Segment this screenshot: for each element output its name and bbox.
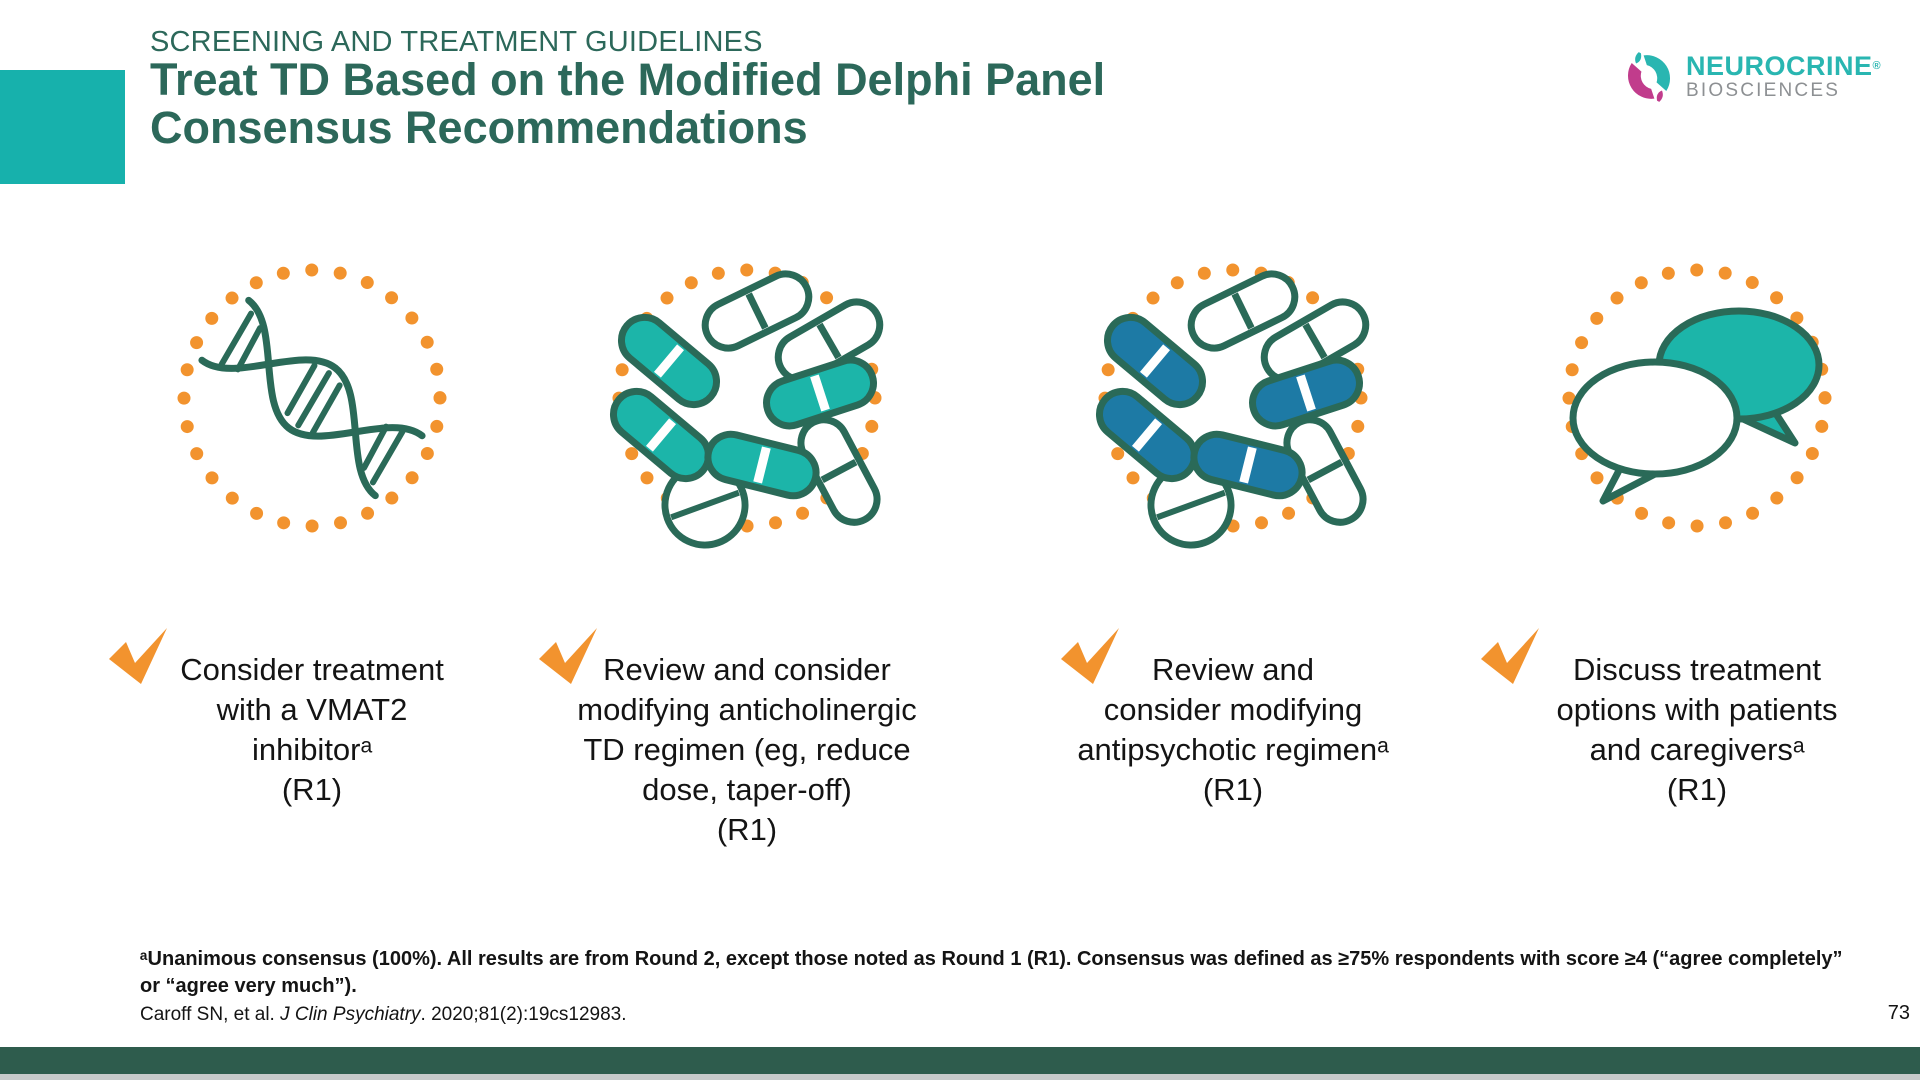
logo-swirl-icon <box>1627 52 1671 102</box>
card-text-vmat2: Consider treatment with a VMAT2 inhibito… <box>97 650 527 810</box>
page-title: Treat TD Based on the Modified Delphi Pa… <box>150 56 1105 152</box>
card-line: (R1) <box>1202 772 1264 807</box>
card-line: antipsychotic regimenᵃ <box>1077 732 1389 767</box>
card-line: Review and consider <box>603 652 891 687</box>
card-line: TD regimen (eg, reduce <box>583 732 911 767</box>
footnote: ᵃUnanimous consensus (100%). All results… <box>140 948 1843 997</box>
journal-name: J Clin Psychiatry <box>280 1004 421 1025</box>
card-line: (R1) <box>1666 772 1728 807</box>
checkmark-icon <box>1481 628 1539 684</box>
logo-name: NEUROCRINE® <box>1686 50 1882 81</box>
title-line-2: Consensus Recommendations <box>150 102 808 153</box>
pills-blue-icon <box>1063 233 1403 563</box>
card-text-anticholinergic: Review and consider modifying anticholin… <box>532 650 962 850</box>
page-number: 73 <box>1887 1002 1910 1024</box>
logo-text: NEUROCRINE® BIOSCIENCES <box>1686 50 1882 102</box>
checkmark-icon <box>539 628 597 684</box>
registered-mark: ® <box>1872 59 1882 72</box>
card-line: Discuss treatment <box>1572 652 1822 687</box>
neurocrine-logo: NEUROCRINE® BIOSCIENCES <box>1622 50 1881 104</box>
eyebrow-text: SCREENING AND TREATMENT GUIDELINES <box>150 26 763 58</box>
card-line: options with patients <box>1556 692 1838 727</box>
card-line: inhibitorᵃ <box>251 732 373 767</box>
card-line: with a VMAT2 <box>216 692 408 727</box>
checkmark-icon <box>109 628 167 684</box>
footer-strip <box>0 1074 1920 1080</box>
speech-bubbles-icon <box>1527 233 1867 563</box>
checkmark-icon <box>1061 628 1119 684</box>
card-text-antipsychotic: Review and consider modifying antipsycho… <box>1018 650 1448 810</box>
dna-helix-icon <box>142 233 482 563</box>
card-line: (R1) <box>716 812 778 847</box>
card-line: and caregiversᵃ <box>1589 732 1805 767</box>
card-line: Consider treatment <box>180 652 444 687</box>
accent-square <box>0 70 125 184</box>
title-line-1: Treat TD Based on the Modified Delphi Pa… <box>150 54 1106 105</box>
card-line: Review and <box>1152 652 1314 687</box>
footer-bar <box>0 1047 1920 1074</box>
card-line: consider modifying <box>1103 692 1363 727</box>
card-line: dose, taper-off) <box>642 772 852 807</box>
logo-subtitle: BIOSCIENCES <box>1686 79 1841 101</box>
card-line: modifying anticholinergic <box>577 692 917 727</box>
card-text-discuss: Discuss treatment options with patients … <box>1482 650 1912 810</box>
pills-teal-icon <box>577 233 917 563</box>
citation: Caroff SN, et al. J Clin Psychiatry. 202… <box>140 1004 627 1025</box>
card-line: (R1) <box>281 772 343 807</box>
